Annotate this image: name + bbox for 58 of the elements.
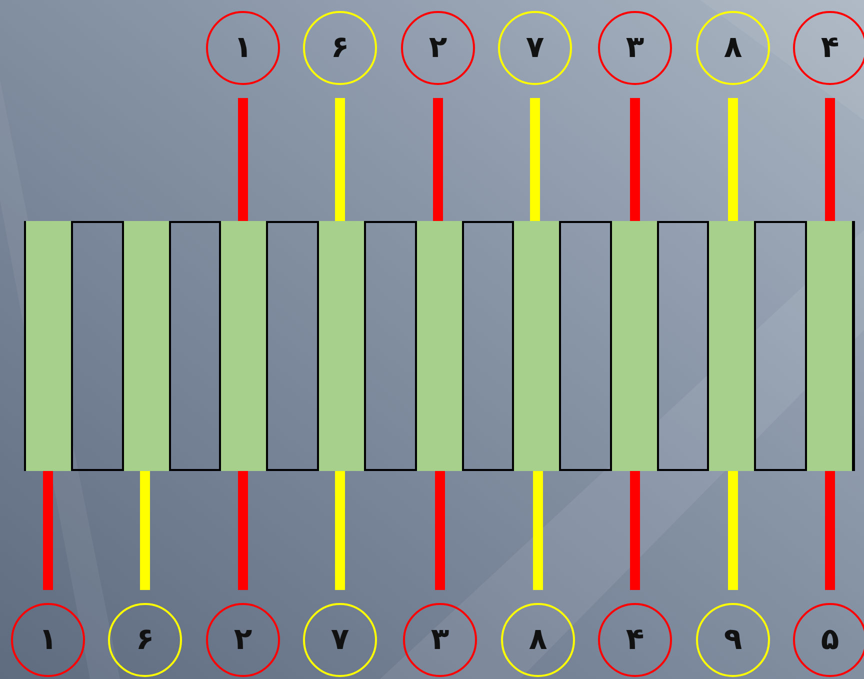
numbered-circle xyxy=(303,11,377,85)
bar-shape xyxy=(415,221,464,471)
circle-number: ۷ xyxy=(330,625,350,655)
bar-shape xyxy=(512,221,561,471)
connector-line xyxy=(335,471,345,590)
circle-number: ۹ xyxy=(724,625,742,655)
connector-line xyxy=(825,471,835,590)
numbered-circle xyxy=(108,603,182,677)
connector-line xyxy=(728,471,738,590)
numbered-circle xyxy=(403,603,477,677)
bar-shape xyxy=(219,221,268,471)
bar-shape xyxy=(610,221,659,471)
numbered-circle xyxy=(11,603,85,677)
connector-line xyxy=(238,98,248,221)
circle-number: ۵ xyxy=(820,625,840,655)
circle-number: ۱ xyxy=(234,33,252,63)
numbered-circle xyxy=(598,603,672,677)
numbered-circle xyxy=(696,603,770,677)
connector-line xyxy=(43,471,53,590)
bar-shape xyxy=(707,221,756,471)
panel-outline xyxy=(24,221,855,471)
numbered-circle xyxy=(793,603,864,677)
connector-line xyxy=(140,471,150,590)
bar-shape xyxy=(317,221,366,471)
circle-number: ۲ xyxy=(234,625,252,655)
circle-number: ۱ xyxy=(38,625,58,655)
circle-number: ۲ xyxy=(428,33,448,63)
bar-shape xyxy=(805,221,854,471)
numbered-circle xyxy=(498,11,572,85)
connector-line xyxy=(825,98,835,221)
connector-line xyxy=(630,471,640,590)
connector-line xyxy=(630,98,640,221)
numbered-circle xyxy=(696,11,770,85)
connector-line xyxy=(335,98,345,221)
numbered-circle xyxy=(206,603,280,677)
numbered-circle xyxy=(303,603,377,677)
numbered-circle xyxy=(501,603,575,677)
bar-shape xyxy=(24,221,73,471)
circle-number: ۷ xyxy=(526,33,544,63)
numbered-circle xyxy=(401,11,475,85)
circle-number: ۴ xyxy=(820,33,840,63)
circle-number: ۳ xyxy=(626,33,644,63)
numbered-circle xyxy=(598,11,672,85)
circle-number: ۶ xyxy=(136,625,154,655)
circle-number: ۸ xyxy=(528,625,548,655)
connector-line xyxy=(728,98,738,221)
bar-shape xyxy=(122,221,171,471)
circle-number: ۶ xyxy=(330,33,350,63)
connector-line xyxy=(533,471,543,590)
connector-line xyxy=(530,98,540,221)
connector-line xyxy=(433,98,443,221)
circle-number: ۳ xyxy=(430,625,450,655)
connector-line xyxy=(435,471,445,590)
circle-number: ۴ xyxy=(626,625,644,655)
circle-number: ۸ xyxy=(724,33,742,63)
connector-line xyxy=(238,471,248,590)
numbered-circle xyxy=(793,11,864,85)
numbered-circle xyxy=(206,11,280,85)
